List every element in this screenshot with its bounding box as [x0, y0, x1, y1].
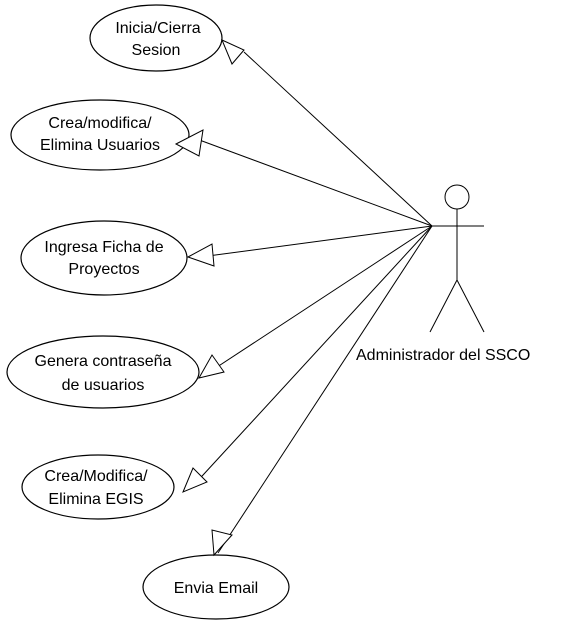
use-case-label: de usuarios — [62, 377, 145, 394]
association-line-1 — [243, 51, 433, 227]
use-case-label: Sesion — [132, 42, 181, 59]
use-case-label: Proyectos — [68, 261, 139, 278]
arrowhead-1 — [221, 39, 245, 65]
association-line-2 — [193, 137, 433, 227]
use-case-crea-modifica-elimina-egis[interactable] — [21, 454, 175, 520]
actor-left-leg — [429, 279, 458, 333]
arrowhead-6 — [211, 529, 233, 557]
arrowheads — [174, 39, 245, 557]
use-case-inicia-cierra-sesion[interactable] — [89, 4, 223, 72]
use-case-envia-email[interactable] — [142, 554, 290, 620]
use-case-ingresa-ficha-proyectos[interactable] — [20, 220, 188, 296]
use-case-label: Ingresa Ficha de — [44, 239, 163, 256]
associations — [191, 51, 433, 554]
actor-head — [444, 184, 470, 210]
actor-administrador[interactable]: Administrador del SSCO — [356, 184, 530, 364]
use-case-label: Genera contraseña — [35, 353, 172, 370]
use-cases: Inicia/Cierra Sesion Crea/modifica/ Elim… — [6, 4, 290, 620]
use-case-label: Crea/Modifica/ — [44, 468, 148, 485]
use-case-label: Elimina EGIS — [48, 491, 143, 508]
use-case-label: Envia Email — [174, 580, 258, 597]
use-case-genera-contrasena-usuarios[interactable] — [6, 335, 200, 409]
association-line-4 — [210, 225, 433, 372]
arrowhead-3 — [186, 243, 215, 267]
association-line-6 — [217, 225, 433, 554]
arrowhead-4 — [197, 354, 225, 379]
association-line-3 — [192, 225, 433, 259]
arrowhead-5 — [182, 467, 208, 493]
association-line-5 — [191, 225, 433, 488]
actor-right-leg — [456, 279, 485, 333]
use-case-label: Elimina Usuarios — [40, 137, 160, 154]
use-case-label: Inicia/Cierra — [115, 20, 200, 37]
use-case-crea-modifica-elimina-usuarios[interactable] — [10, 99, 190, 171]
use-case-label: Crea/modifica/ — [48, 115, 152, 132]
arrowhead-2 — [174, 129, 204, 157]
actor-label: Administrador del SSCO — [356, 347, 530, 364]
